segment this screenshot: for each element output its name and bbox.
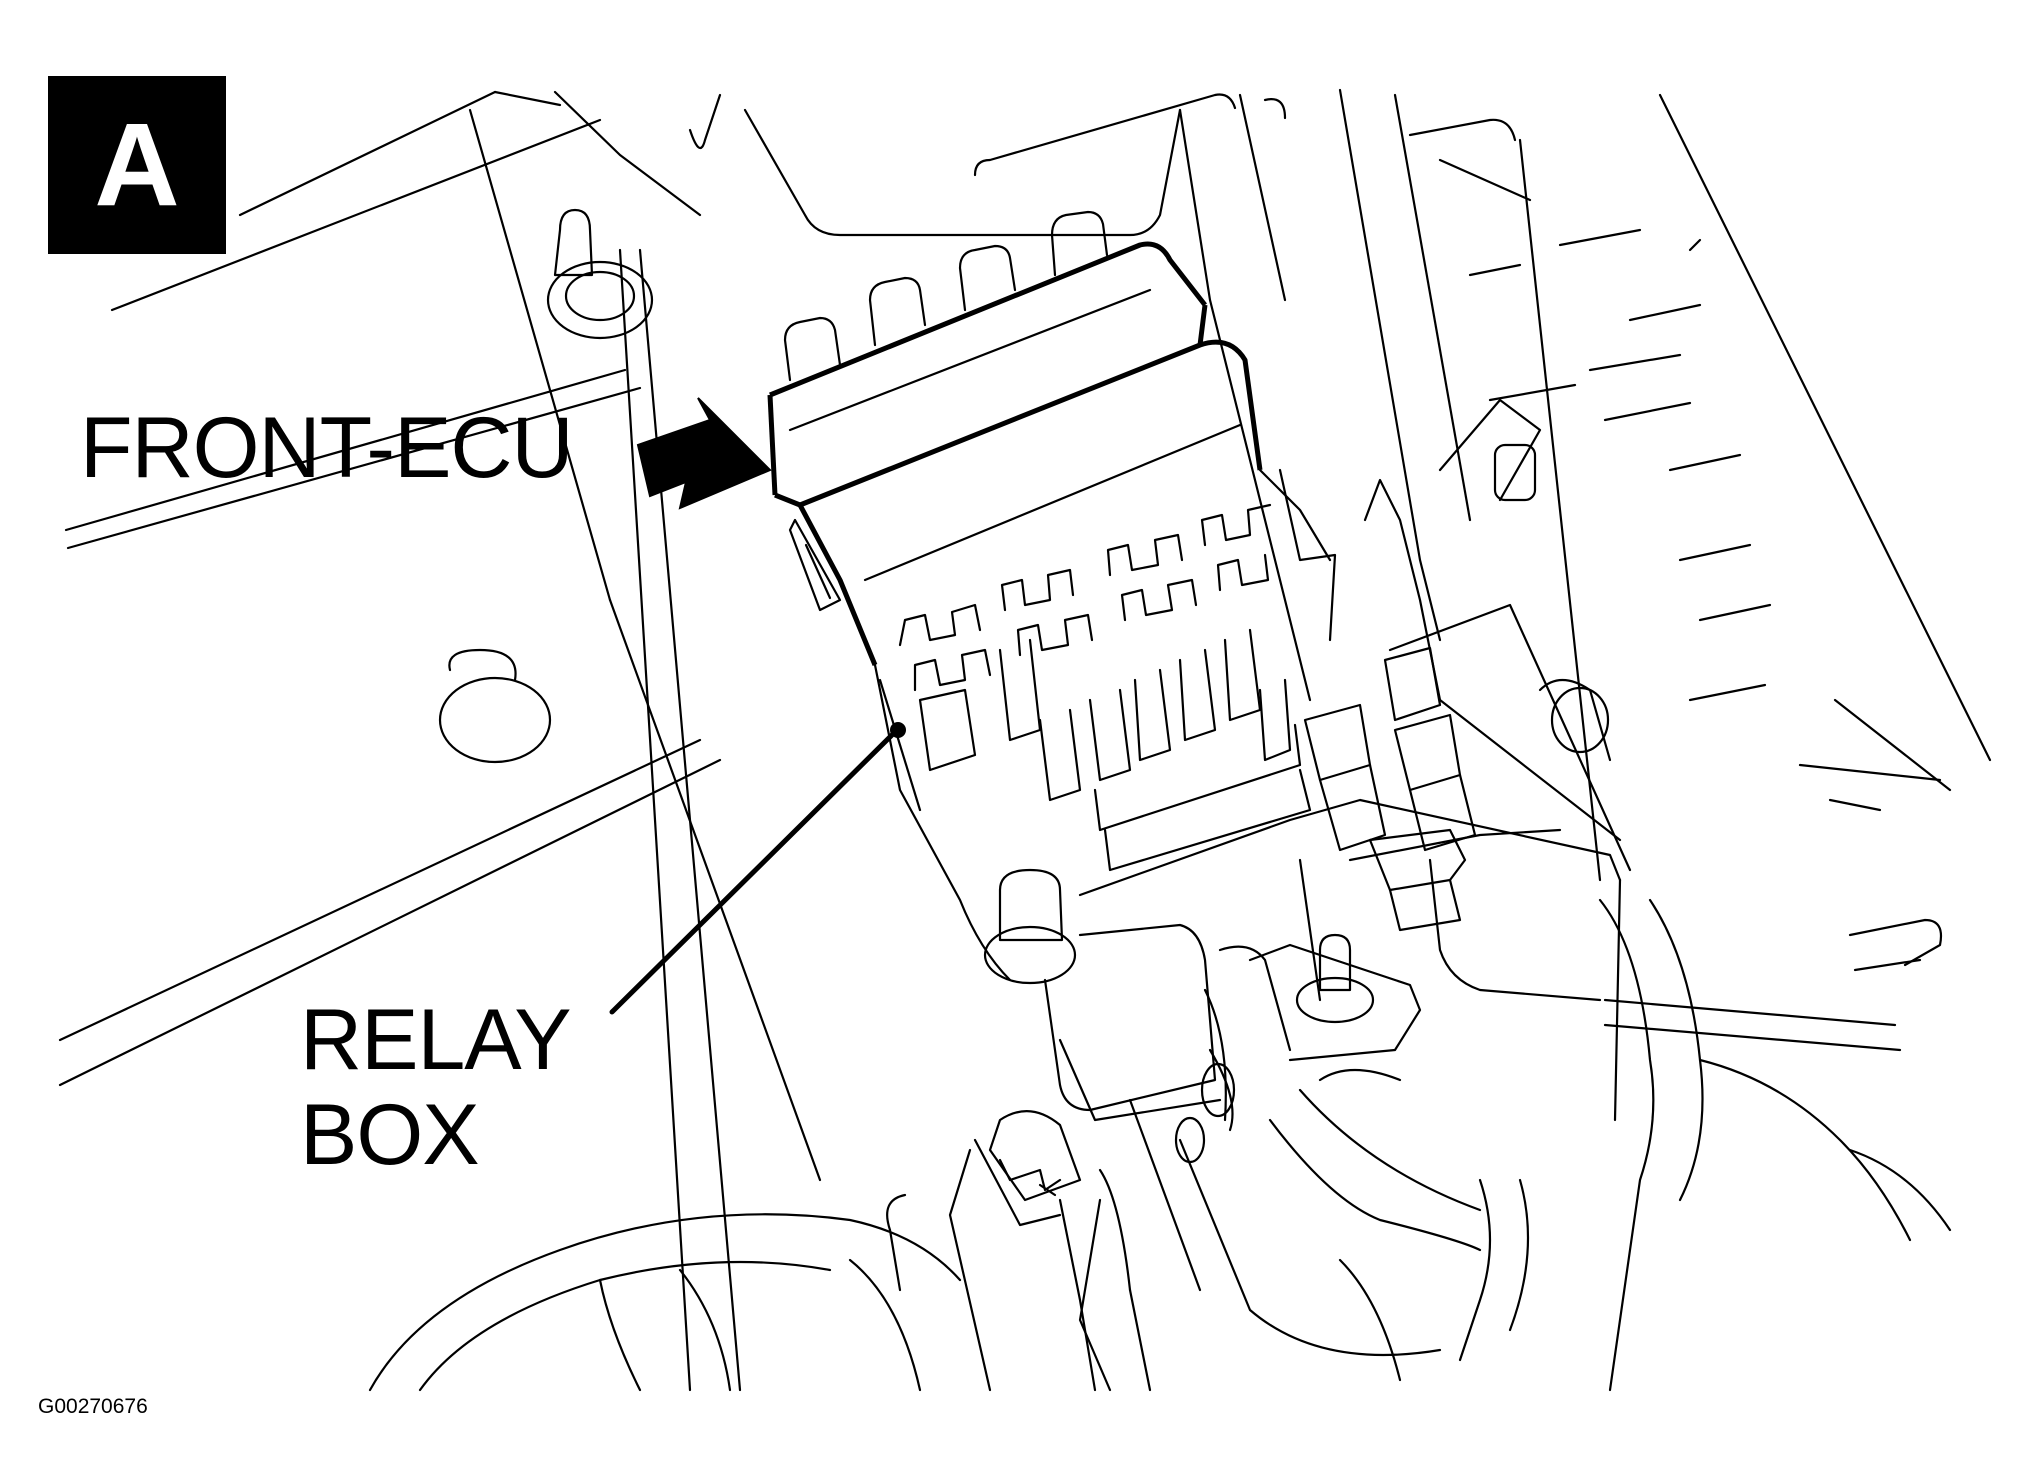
relay-box-label: RELAY BOX [300, 992, 572, 1183]
relay-box-label-line1: RELAY [300, 992, 572, 1088]
relay-box-leader [609, 722, 906, 1015]
mounting-bolt-top [546, 208, 654, 340]
wiring-harness [948, 898, 1952, 1392]
lower-connectors [983, 828, 1467, 1164]
relay-box-body [873, 468, 1632, 1122]
panel-letter-badge: A [48, 76, 226, 254]
upper-structure [743, 88, 1992, 1052]
figure-id: G00270676 [38, 1395, 148, 1418]
front-ecu-arrow [636, 397, 772, 510]
front-ecu-module [767, 241, 1263, 666]
top-fuse-row [783, 210, 1109, 382]
lower-left-harness [368, 1193, 962, 1392]
front-ecu-label: FRONT-ECU [80, 400, 574, 496]
left-panel-lines [58, 90, 822, 1392]
right-bracket [1438, 398, 1612, 762]
relay-box-label-line2: BOX [300, 1087, 480, 1183]
panel-letter: A [94, 99, 180, 231]
fuse-array [898, 503, 1477, 872]
mounting-bolt-mid [438, 648, 552, 764]
